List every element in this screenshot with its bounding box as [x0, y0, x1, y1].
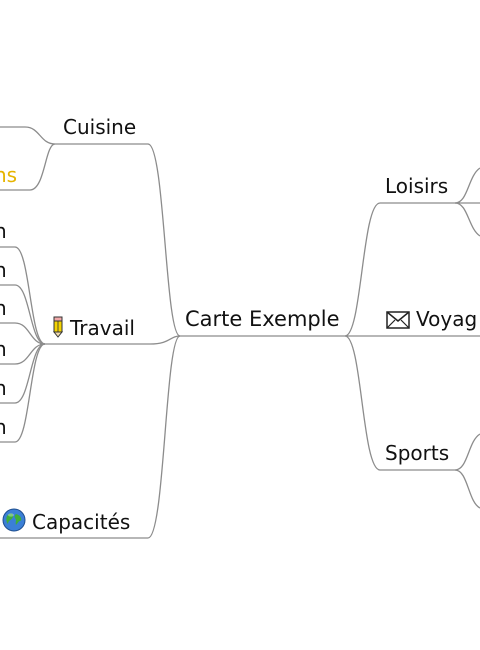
cuisine-child-2-label: ns [0, 163, 18, 187]
travail-child-1-label: n [0, 219, 7, 243]
connector-loisirs-child-3 [454, 202, 480, 237]
travail-child-1[interactable]: n [0, 219, 7, 243]
connector-root-cuisine [55, 143, 181, 337]
root-label: Carte Exemple [185, 307, 340, 331]
branch-voyage[interactable]: Voyag [386, 307, 477, 334]
connector-loisirs-child-1 [454, 167, 480, 204]
branch-cuisine[interactable]: Cuisine [63, 115, 136, 139]
travail-child-6-label: n [0, 415, 7, 439]
connector-sports-child-2 [454, 469, 480, 509]
travail-child-2-label: n [0, 258, 7, 282]
branch-cuisine-label: Cuisine [63, 115, 137, 139]
connector-travail-child-3 [0, 322, 46, 345]
travail-child-3[interactable]: n [0, 296, 7, 320]
connector-cuisine-child-2 [0, 143, 56, 191]
travail-child-2[interactable]: n [0, 258, 7, 282]
branch-loisirs[interactable]: Loisirs [385, 174, 448, 198]
branch-capacites-label: Capacités [32, 510, 131, 534]
connector-travail-child-2 [0, 284, 46, 345]
travail-child-3-label: n [0, 296, 7, 320]
travail-child-4-label: n [0, 337, 7, 361]
branch-travail[interactable]: Travail [52, 316, 135, 343]
connector-travail-child-6 [0, 343, 46, 443]
connector-travail-child-5 [0, 343, 46, 404]
pencil-icon [52, 316, 64, 343]
root-node[interactable]: Carte Exemple [185, 307, 340, 331]
travail-child-6[interactable]: n [0, 415, 7, 439]
travail-child-4[interactable]: n [0, 337, 7, 361]
connector-root-capacites [0, 335, 181, 539]
cuisine-child-2[interactable]: ns [0, 163, 17, 187]
travail-child-5[interactable]: n [0, 376, 7, 400]
branch-loisirs-label: Loisirs [385, 174, 449, 198]
connector-travail-child-4 [0, 343, 46, 365]
branch-sports-label: Sports [385, 441, 450, 465]
branch-sports[interactable]: Sports [385, 441, 449, 465]
connector-root-loisirs [344, 202, 455, 337]
travail-child-5-label: n [0, 376, 7, 400]
connector-root-sports [344, 335, 455, 471]
branch-travail-label: Travail [70, 316, 135, 340]
connector-sports-child-1 [454, 433, 480, 471]
connector-cuisine-child-1 [0, 126, 56, 145]
connector-root-travail [40, 335, 181, 345]
branch-capacites[interactable]: Capacités [2, 508, 130, 537]
globe-icon [2, 508, 26, 537]
branch-voyage-label: Voyag [416, 307, 478, 331]
connector-travail-child-1 [0, 246, 46, 345]
envelope-icon [386, 310, 410, 334]
